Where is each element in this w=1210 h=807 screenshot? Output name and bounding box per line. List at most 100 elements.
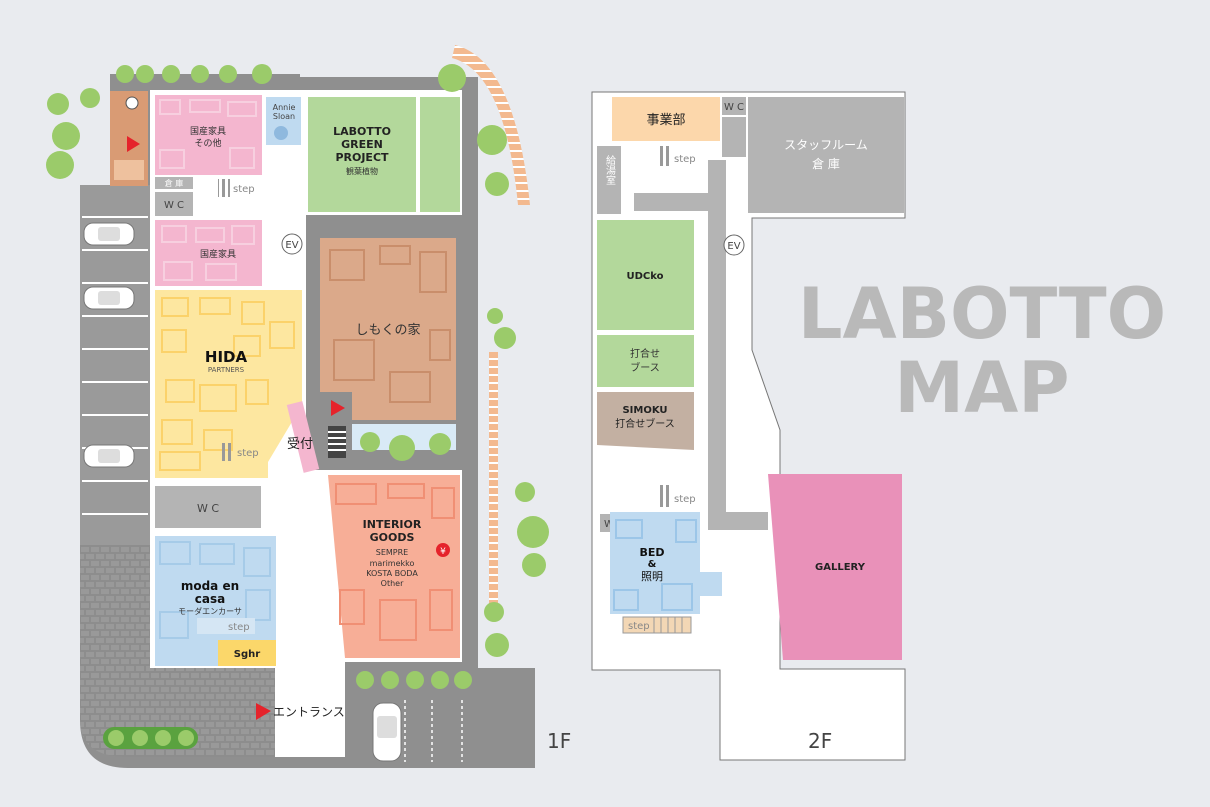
- room-moda-label1: moda en: [181, 579, 239, 593]
- room-moda-sub: モーダエンカーサ: [178, 606, 242, 616]
- room-wc-lower: [155, 486, 261, 528]
- step-2f-bottom: [622, 616, 692, 634]
- fence: [489, 352, 498, 614]
- stairs: [328, 431, 346, 451]
- brand-marimekko: marimekko: [370, 559, 415, 568]
- parking-lines: [82, 216, 148, 515]
- room-storage-small: [722, 117, 746, 157]
- elevator-label-1f: EV: [285, 240, 298, 251]
- room-gallery: [768, 474, 902, 660]
- room-shimoku-label: しもくの家: [355, 322, 420, 338]
- paving: [80, 545, 275, 757]
- room-kokusan-sonota-label1: 国産家具: [190, 125, 226, 137]
- room-kokusan: [155, 220, 262, 286]
- entrance-arrow-icon: [256, 703, 271, 720]
- step-upper: [218, 179, 230, 197]
- room-souko-label: 倉 庫: [165, 178, 184, 188]
- step-2f-mid: [660, 485, 672, 507]
- room-gallery-label: GALLERY: [815, 562, 866, 573]
- room-souko: [155, 177, 193, 189]
- room-kyutou: [597, 146, 621, 214]
- entry-arrow-icon: [127, 136, 140, 152]
- planter: [452, 45, 530, 205]
- room-interior-goods-label1: INTERIOR: [363, 518, 422, 531]
- room-labotto-green-label2: GREEN: [341, 138, 383, 151]
- room-annie-sloan-label2: Sloan: [273, 112, 295, 121]
- reception-desk: [286, 401, 320, 473]
- map-title-line1: LABOTTO: [798, 273, 1166, 355]
- lot-lines: [404, 700, 463, 762]
- room-simoku: [597, 392, 694, 450]
- step-moda-bg: [197, 618, 255, 634]
- cashier-yen-icon: [436, 543, 450, 557]
- elevator-icon-2f: [723, 234, 745, 256]
- room-wc-top-label: W C: [724, 102, 744, 113]
- furniture: [161, 225, 255, 281]
- step-moda-label: step: [228, 622, 250, 633]
- corridor: [708, 160, 726, 530]
- room-uchiawase: [597, 335, 694, 387]
- step-mid-label: step: [237, 448, 259, 459]
- room-green-extension: [420, 97, 460, 212]
- room-kokusan-label: 国産家具: [200, 248, 236, 260]
- furniture: [335, 483, 455, 641]
- room-staff-label1: スタッフルーム: [784, 138, 868, 152]
- step-shimoku: [328, 426, 346, 458]
- room-wc-top: [722, 97, 746, 115]
- room-simoku-label2: 打合せブース: [615, 417, 675, 430]
- room-labotto-green-sub: 観葉植物: [346, 166, 378, 176]
- brand-sempre: SEMPRE: [376, 548, 408, 557]
- car-icon: [83, 222, 135, 246]
- map-title-line2: MAP: [894, 347, 1069, 429]
- elevator-icon-1f: [281, 233, 303, 255]
- corridor: [634, 193, 726, 211]
- floor-label-1f: 1F: [547, 729, 571, 753]
- room-interior-goods-label2: GOODS: [370, 531, 415, 544]
- room-udcko: [597, 220, 694, 330]
- second-floor: 事業部 W C スタッフルーム 倉 庫 給湯室 step UDCko 打合せ ブ…: [591, 91, 906, 761]
- room-labotto-green-label1: LABOTTO: [333, 125, 391, 138]
- room-bed-label3: 照明: [641, 570, 663, 583]
- room-labotto-green: [308, 97, 416, 212]
- room-moda-label2: casa: [195, 592, 225, 606]
- room-wc-upper-label: W C: [164, 200, 184, 211]
- step-2f-top: [660, 146, 672, 166]
- room-kyutou-label: 給湯室: [604, 154, 616, 185]
- trees: [46, 64, 549, 689]
- room-simoku-label1: SIMOKU: [622, 405, 667, 416]
- brand-other: Other: [381, 579, 404, 588]
- room-kokusan-sonota-label2: その他: [194, 137, 221, 149]
- room-bed-label1: BED: [639, 546, 664, 559]
- elevator-label-2f: EV: [727, 241, 740, 252]
- corridor: [708, 512, 768, 530]
- hedge: [103, 727, 198, 749]
- room-hida-sub: PARTNERS: [208, 366, 245, 374]
- smoking-icon: [125, 96, 139, 110]
- room-annie-sloan-label1: Annie: [273, 103, 296, 112]
- room-kokusan-sonota: [155, 95, 262, 175]
- car-icon: [372, 702, 402, 762]
- room-labotto-green-label3: PROJECT: [335, 151, 389, 164]
- step-upper-label: step: [233, 184, 255, 195]
- room-bed-label2: &: [648, 559, 657, 570]
- room-staff-label2: 倉 庫: [812, 156, 840, 171]
- furniture: [613, 519, 697, 611]
- entrance-label: エントランス: [273, 705, 345, 719]
- paint-can-icon: [274, 126, 288, 140]
- room-uchiawase-label2: ブース: [630, 361, 660, 374]
- step-2f-mid-label: step: [674, 494, 696, 505]
- room-sghr-label: Sghr: [234, 649, 260, 660]
- shimoku-entry-arrow-icon: [331, 400, 345, 416]
- room-wc-upper: [155, 192, 193, 216]
- car-icon: [83, 444, 135, 468]
- first-floor: 国産家具 その他 Annie Sloan LABOTTO GREEN PROJE…: [46, 45, 571, 768]
- furniture: [159, 297, 295, 471]
- hedge-shrubs: [108, 730, 194, 746]
- furniture: [159, 541, 271, 639]
- step-2f-bottom-label: step: [628, 621, 650, 632]
- floor-label-2f: 2F: [808, 729, 832, 753]
- room-hida-label: HIDA: [205, 348, 248, 366]
- room-uchiawase-label1: 打合せ: [630, 347, 660, 360]
- room-staff: [748, 97, 904, 213]
- cashier-yen-label: ¥: [440, 547, 446, 557]
